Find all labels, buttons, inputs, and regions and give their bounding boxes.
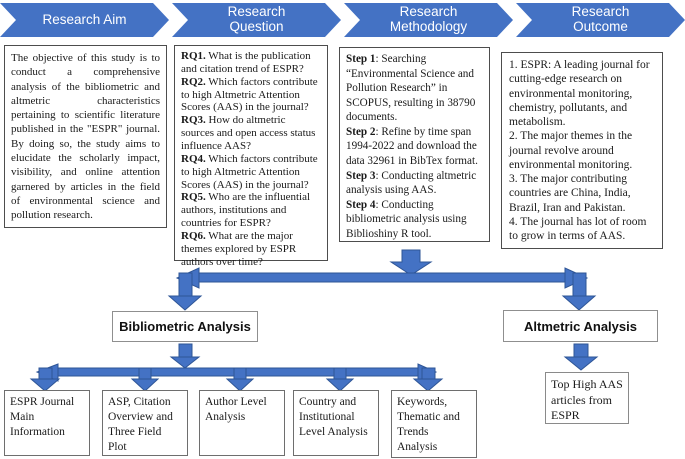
chevron-research-aim: Research Aim [0,3,169,37]
altmetric-analysis-box: Altmetric Analysis [503,310,658,342]
junction2-drop3-head [225,378,255,392]
leaf-box-keywords-thematic: Keywords, Thematic and Trends Analysis [391,390,477,458]
bibliometric-down-stem [178,343,193,359]
research-question-item: RQ6. What are the major themes explored … [181,230,297,268]
junction2-drop5-head [412,378,444,392]
outcome-item: 1. ESPR: A leading journal for cutting-e… [509,59,650,128]
chevron-research-methodology: Research Methodology [344,3,513,37]
junction2-drop1-stem [38,367,53,381]
bibliometric-down-head [169,356,201,369]
research-question-box: RQ1. What is the publication and citatio… [174,45,328,268]
junction1-right-drop-head [561,295,597,311]
outcome-item: 4. The journal has lot of room to grow i… [509,215,647,242]
leaf-box-espr-journal-info: ESPR Journal Main Information [4,390,90,456]
methodology-step: Step 1: Searching “Environmental Science… [346,53,476,124]
research-outcome-box: 1. ESPR: A leading journal for cutting-e… [501,52,663,249]
research-question-item: RQ5. Who are the influential authors, in… [181,191,311,230]
junction1-right-drop-stem [572,272,587,298]
chevron-label: Research Question [227,4,286,34]
chevron-label: Research Aim [42,11,127,27]
chevron-research-question: Research Question [172,3,341,37]
altmetric-down-stem [573,343,589,359]
research-aim-box: The objective of this study is to conduc… [4,45,167,228]
outcome-item: 3. The major contributing countries are … [509,173,631,214]
leaf-box-country-institutional: Country and Institutional Level Analysis [293,390,379,456]
research-methodology-box: Step 1: Searching “Environmental Science… [339,47,490,242]
methodology-down-arrow [389,249,433,276]
chevron-header: Research Aim Research Question Research … [0,3,685,37]
chevron-label: Research Methodology [389,4,468,34]
research-question-item: RQ4. Which factors contribute to high Al… [181,152,318,191]
chevron-research-outcome: Research Outcome [516,3,685,37]
research-question-item: RQ3. How do altmetric sources and open a… [181,114,316,153]
junction2-drop5-stem [421,367,436,381]
top-high-aas-box: Top High AAS articles from ESPR [545,372,629,424]
junction2-drop3-stem [233,367,247,381]
altmetric-down-head [563,356,599,371]
methodology-step: Step 3: Conducting altmetric analysis us… [346,169,477,197]
altmetric-analysis-label: Altmetric Analysis [524,318,637,334]
research-question-item: RQ1. What is the publication and citatio… [181,50,311,75]
leaf-box-author-level: Author Level Analysis [199,390,285,456]
junction1-left-drop-head [167,295,203,311]
junction2-drop4-stem [333,367,347,381]
research-question-item: RQ2. Which factors contribute to high Al… [181,75,318,114]
chevron-label: Research Outcome [571,4,630,34]
junction2-drop1-head [29,378,61,392]
leaf-box-asp-citation: ASP, Citation Overview and Three Field P… [102,390,188,456]
junction2-bar [39,367,419,377]
junction1-bar [183,272,569,283]
bibliometric-analysis-label: Bibliometric Analysis [119,319,251,334]
methodology-step: Step 2: Refine by time span 1994-2022 an… [346,125,478,167]
bibliometric-analysis-box: Bibliometric Analysis [112,311,258,342]
junction1-left-drop-stem [178,272,193,298]
outcome-item: 2. The major themes in the journal revol… [509,130,633,171]
junction2-drop2-head [130,378,160,392]
junction2-drop2-stem [138,367,152,381]
junction2-drop4-head [325,378,355,392]
methodology-step: Step 4: Conducting bibliometric analysis… [346,198,467,240]
research-aim-text: The objective of this study is to conduc… [11,52,160,222]
